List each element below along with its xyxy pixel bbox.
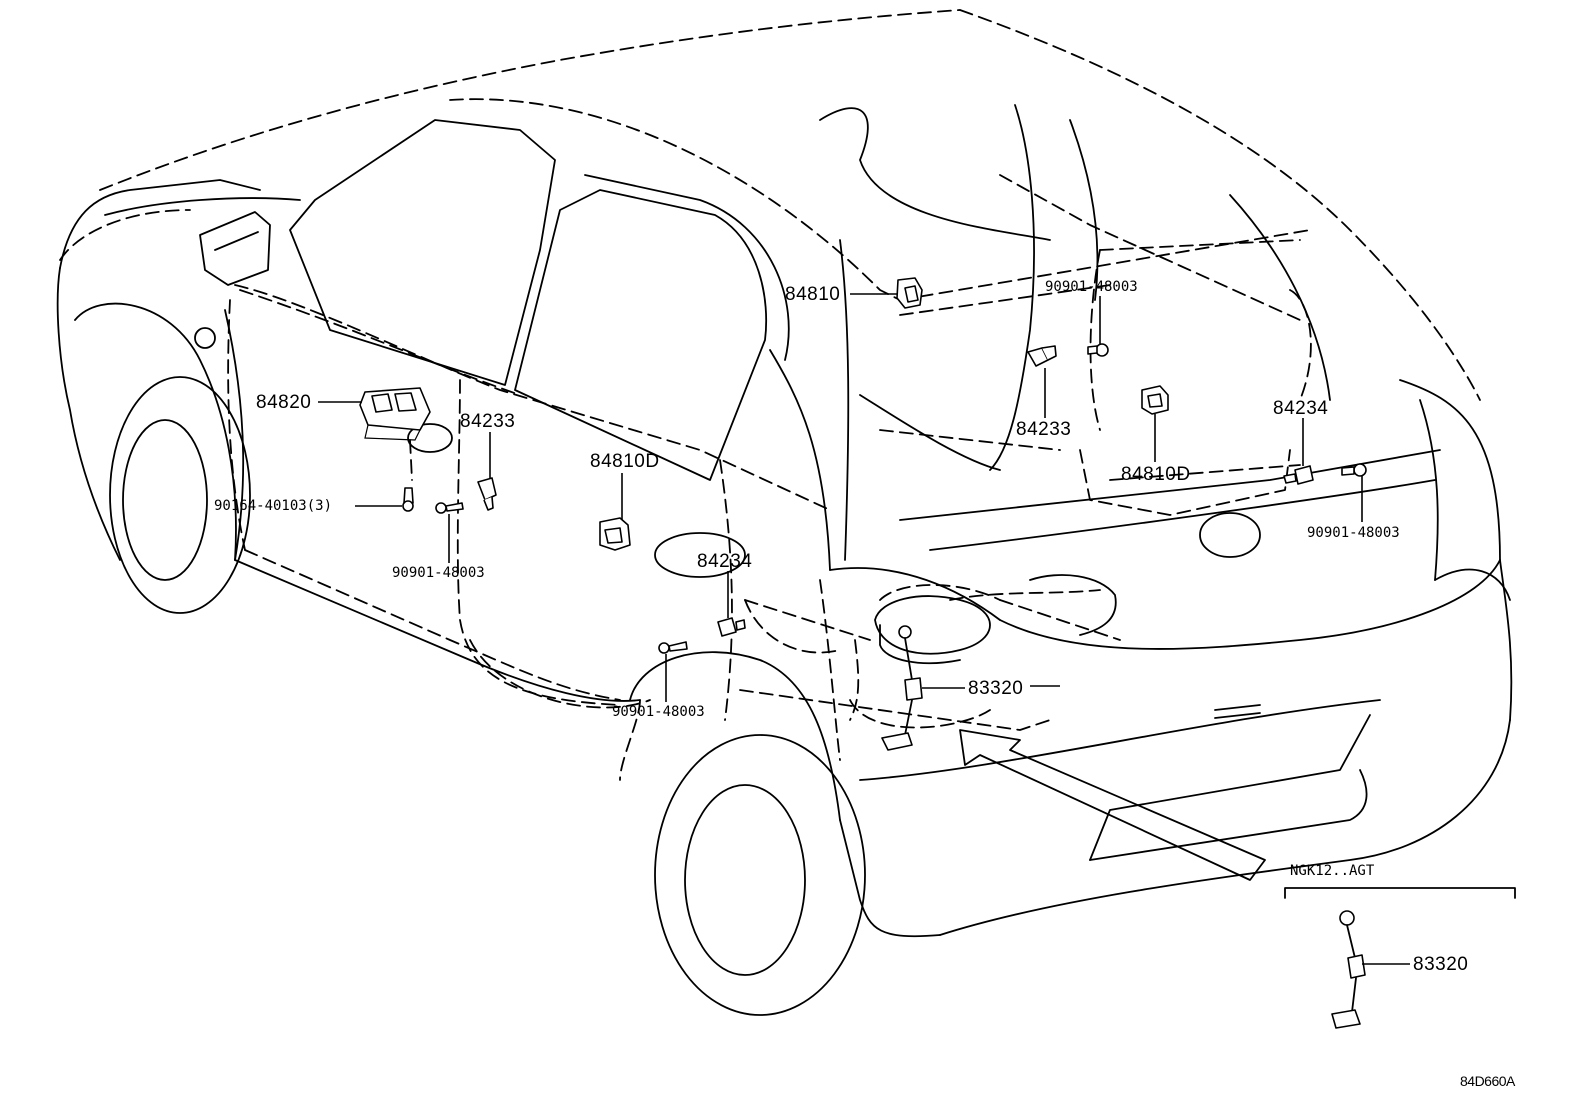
part-90901-right-top-screw [1087,343,1109,357]
label-90901-left-lower: 90901-48003 [612,704,705,720]
label-90901-left-upper: 90901-48003 [392,565,485,581]
label-83320-main: 83320 [968,678,1024,699]
part-83320-fuel-sender [881,625,923,751]
label-83320-inset: 83320 [1413,954,1469,975]
fuel-tank [874,574,1117,665]
figure-code: 84D660A [1460,1073,1515,1089]
part-83320-inset-sender [1331,910,1366,1029]
part-90901-left-lower-screw [658,641,688,654]
leader-lines [318,293,1410,965]
label-inset-title: NGK12..AGT [1290,863,1375,879]
inset-bracket [1284,887,1516,899]
label-84810D-left: 84810D [590,451,660,472]
label-90901-right-lower: 90901-48003 [1307,525,1400,541]
part-90901-left-upper-screw [435,502,464,514]
car-body-outline [56,104,1513,1016]
label-84233-left: 84233 [460,411,516,432]
part-84810-switch [896,277,923,309]
part-84820-master-switch [359,387,431,481]
part-84234-right-switch [1283,465,1314,485]
label-90164-40103: 90164-40103(3) [214,498,333,514]
label-84810D-right: 84810D [1121,464,1191,485]
part-84810D-left-switch [599,517,631,551]
label-84234-right: 84234 [1273,398,1329,419]
label-84810: 84810 [785,284,841,305]
part-84234-left-switch [717,617,746,637]
label-84233-right: 84233 [1016,419,1072,440]
car-hidden-lines [59,9,1481,781]
label-90901-right-top: 90901-48003 [1045,279,1138,295]
inset-arrow [959,729,1266,881]
label-84820: 84820 [256,392,312,413]
part-90901-right-lower-screw [1341,463,1367,477]
part-90164-screw [402,487,414,512]
part-84233-right-switch [1027,345,1057,367]
part-84810D-right-switch [1141,385,1169,415]
label-84234-left: 84234 [697,551,753,572]
part-84233-left-switch [477,477,497,511]
